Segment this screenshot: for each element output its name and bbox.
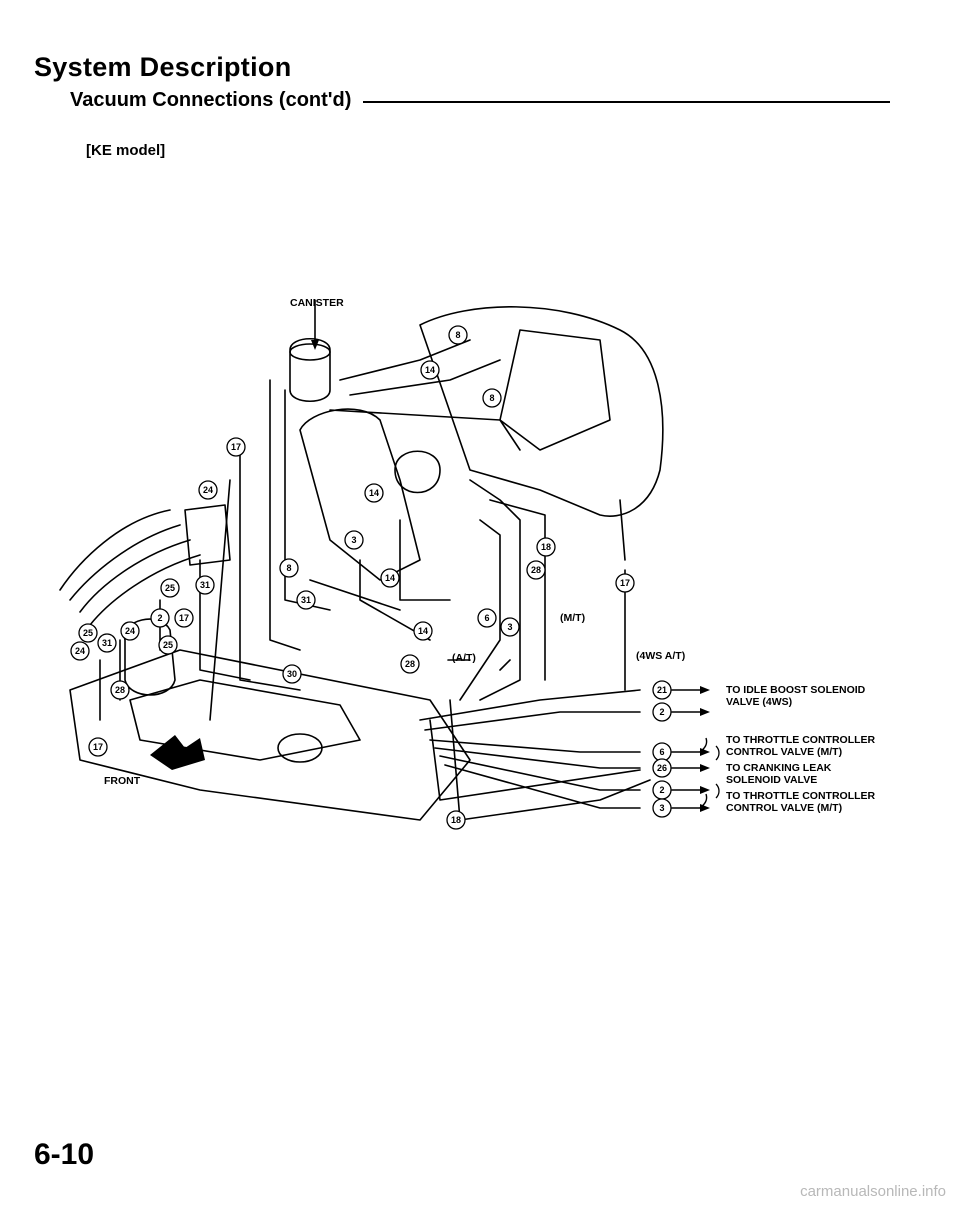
at-label: (A/T) [452, 652, 476, 664]
hose-number: 3 [507, 622, 512, 632]
canister-body [289, 338, 331, 402]
canister-top [289, 343, 331, 361]
hose-number: 25 [165, 583, 175, 593]
throttle-body [299, 408, 421, 581]
hose-number: 28 [405, 659, 415, 669]
map-sensor [184, 504, 231, 566]
hose-number: 31 [102, 638, 112, 648]
hose-number: 2 [659, 707, 664, 717]
front-arrow-icon [150, 735, 205, 770]
oil-filler-cap [277, 733, 323, 763]
hose-number: 6 [484, 613, 489, 623]
mt-label: (M/T) [560, 612, 586, 624]
model-label: [KE model] [86, 142, 166, 159]
callout-line: TO CRANKING LEAK [726, 762, 832, 774]
hose-number: 14 [385, 573, 395, 583]
hose-number: 17 [93, 742, 103, 752]
page-title: System Description [34, 52, 292, 82]
hose-number: 17 [179, 613, 189, 623]
callout-throttle-controller-2: TO THROTTLE CONTROLLER CONTROL VALVE (M/… [726, 790, 875, 814]
canister-label: CANISTER [290, 297, 344, 309]
hose-number: 8 [286, 563, 291, 573]
section-subtitle: Vacuum Connections (cont'd) [70, 88, 352, 111]
hose-number: 21 [657, 685, 667, 695]
hose-number: 8 [489, 393, 494, 403]
hose-number: 14 [425, 365, 435, 375]
callout-line: TO THROTTLE CONTROLLER [726, 790, 876, 802]
hose-number: 30 [287, 669, 297, 679]
callout-line: TO THROTTLE CONTROLLER [726, 734, 876, 746]
hose-number: 24 [203, 485, 213, 495]
callout-idle-boost: TO IDLE BOOST SOLENOID VALVE (4WS) [726, 684, 865, 708]
hose-number: 31 [200, 580, 210, 590]
callout-throttle-controller-1: TO THROTTLE CONTROLLER CONTROL VALVE (M/… [726, 734, 875, 758]
hose-number: 25 [163, 640, 173, 650]
hose-number: 3 [659, 803, 664, 813]
hose-number: 24 [125, 626, 135, 636]
intake-manifold-outline [419, 306, 664, 517]
callout-line: VALVE (4WS) [726, 696, 793, 708]
hose-number: 18 [541, 542, 551, 552]
hose-number: 28 [531, 565, 541, 575]
callout-line: CONTROL VALVE (M/T) [726, 746, 843, 758]
valve-cover-inner [129, 679, 361, 761]
callout-cranking-leak: TO CRANKING LEAK SOLENOID VALVE [726, 762, 831, 786]
callout-line: CONTROL VALVE (M/T) [726, 802, 843, 814]
hose-number: 2 [659, 785, 664, 795]
egr-valve [394, 450, 441, 494]
callout-line: SOLENOID VALVE [726, 774, 818, 786]
hose-number: 8 [455, 330, 460, 340]
heading-rule [363, 100, 890, 103]
hose-number: 6 [659, 747, 664, 757]
callout-line: TO IDLE BOOST SOLENOID [726, 684, 866, 696]
hose-number: 2 [157, 613, 162, 623]
valve-cover [69, 649, 471, 821]
hose-number: 24 [75, 646, 85, 656]
section-heading: Vacuum Connections (cont'd) [70, 88, 890, 112]
hose-number: 17 [620, 578, 630, 588]
hose-number: 14 [369, 488, 379, 498]
hose-number: 31 [301, 595, 311, 605]
4ws-at-label: (4WS A/T) [636, 650, 686, 662]
watermark: carmanualsonline.info [800, 1183, 946, 1200]
hose-number: 3 [351, 535, 356, 545]
hose-number: 28 [115, 685, 125, 695]
front-label: FRONT [104, 775, 141, 787]
hose-number: 17 [231, 442, 241, 452]
air-cleaner-box [499, 329, 611, 451]
hose-number: 25 [83, 628, 93, 638]
hose-number: 18 [451, 815, 461, 825]
hose-number: 14 [418, 626, 428, 636]
page-number: 6-10 [34, 1138, 95, 1171]
hose-number: 26 [657, 763, 667, 773]
